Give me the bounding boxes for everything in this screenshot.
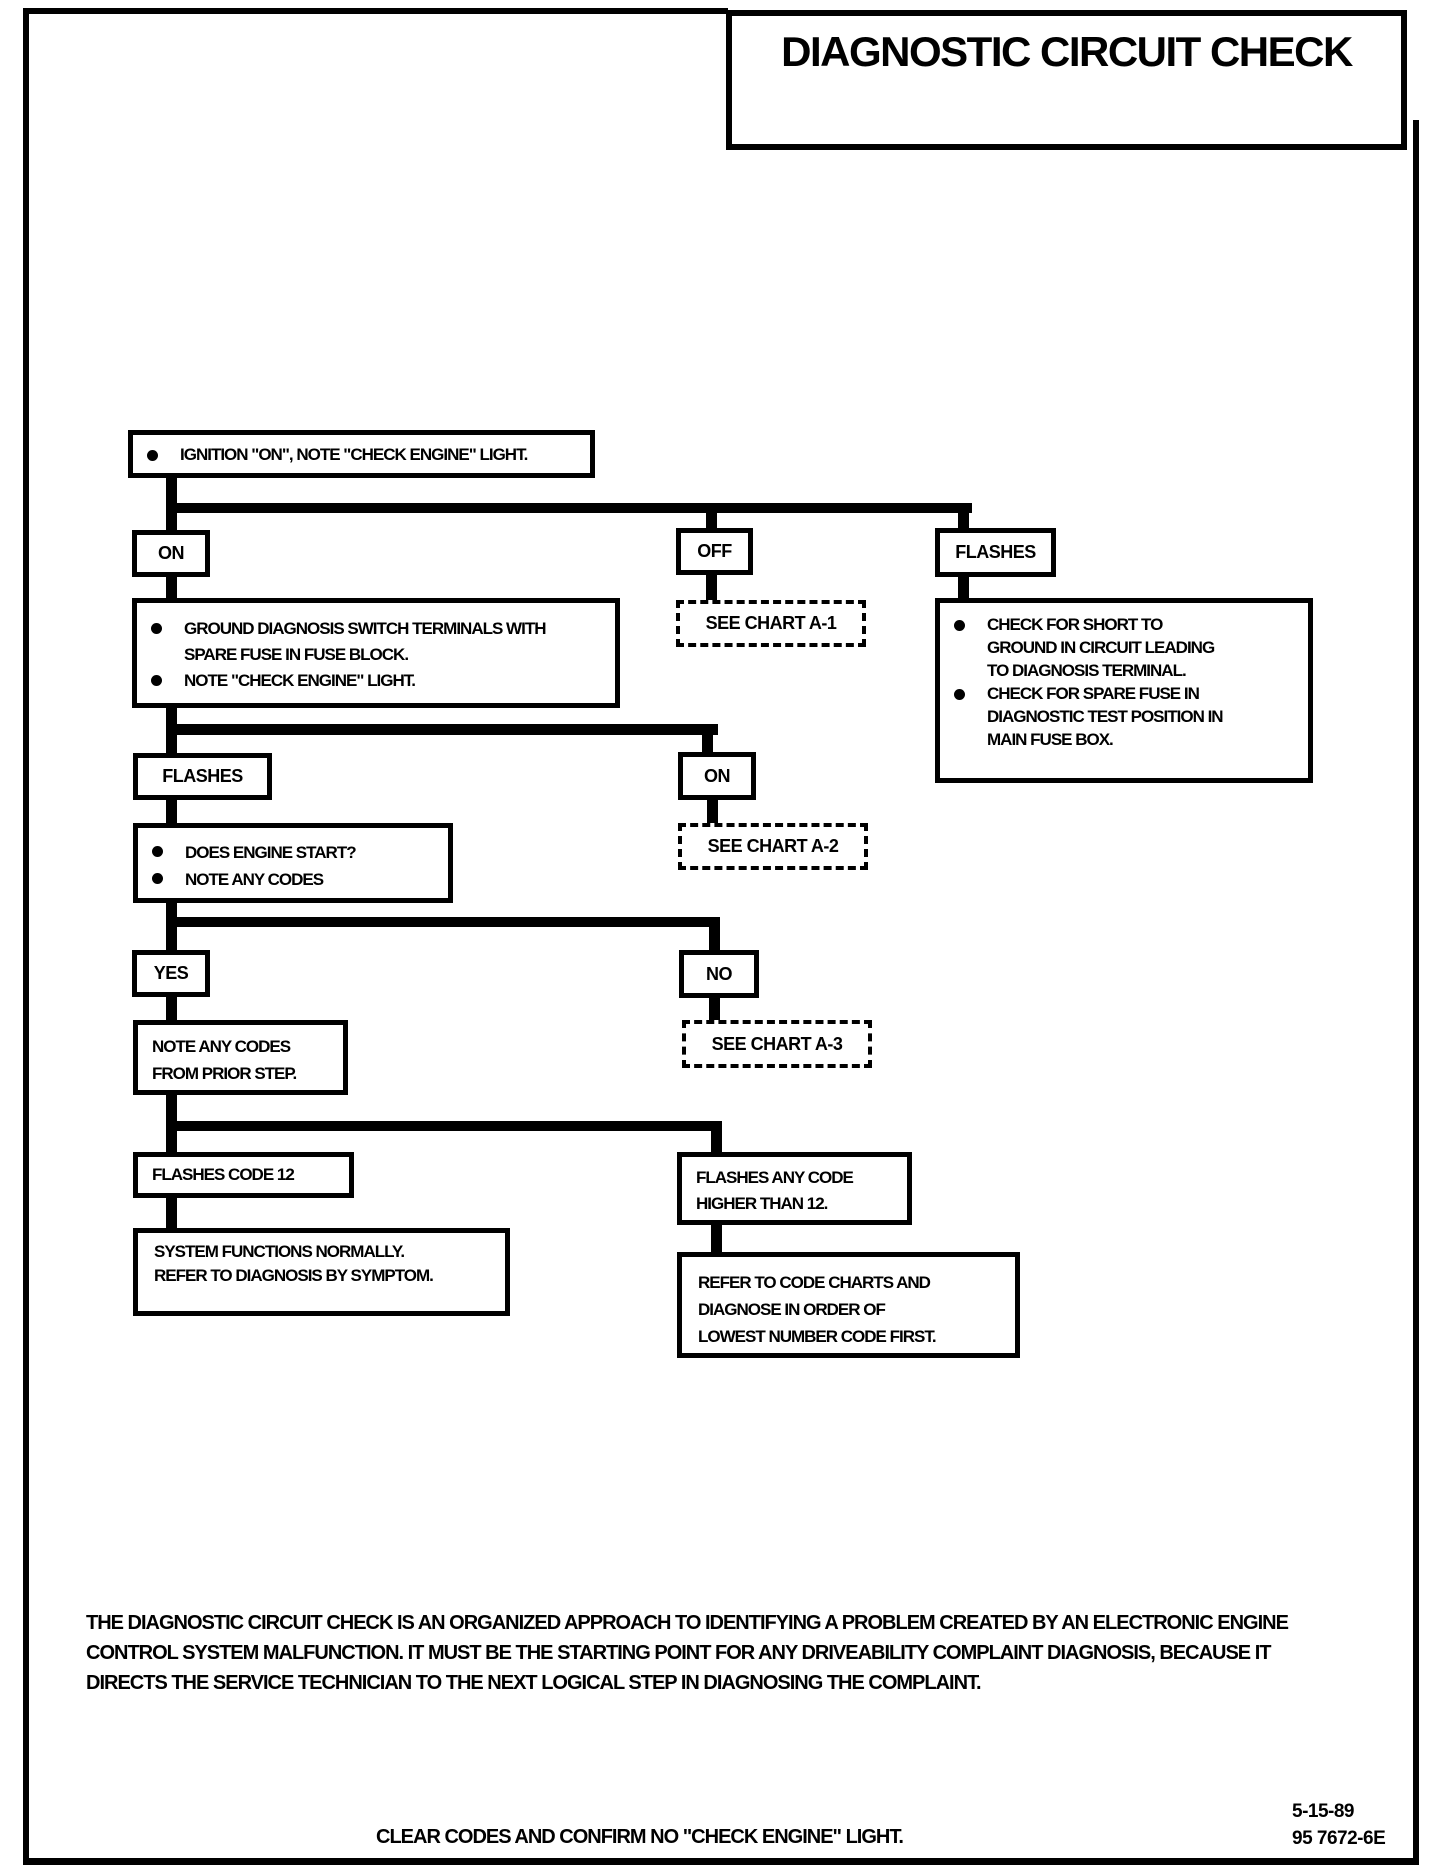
node-flashes-higher: FLASHES ANY CODE HIGHER THAN 12.: [677, 1152, 912, 1225]
connector-line: [709, 917, 720, 950]
chart-ref-label: SEE CHART A-3: [711, 1033, 843, 1054]
step-system-normal-box: SYSTEM FUNCTIONS NORMALLY. REFER TO DIAG…: [133, 1228, 510, 1316]
node-label: YES: [153, 963, 189, 983]
node-label: ON: [704, 765, 731, 786]
bullet-dot-icon: [954, 689, 965, 700]
connector-line: [166, 724, 177, 753]
connector-line: [958, 503, 969, 528]
chart-ref-a1: SEE CHART A-1: [676, 600, 866, 647]
bullet-dot-icon: [152, 846, 163, 857]
connector-line: [166, 917, 177, 950]
step-text: SYSTEM FUNCTIONS NORMALLY. REFER TO DIAG…: [154, 1242, 434, 1285]
connector-line: [702, 724, 713, 752]
connector-line: [166, 917, 720, 927]
bullet-dot-icon: [954, 620, 965, 631]
bullet-dot-icon: [151, 623, 162, 634]
connector-line: [166, 577, 177, 598]
connector-line: [707, 800, 718, 823]
title-box: DIAGNOSTIC CIRCUIT CHECK: [726, 10, 1407, 150]
footer-description: THE DIAGNOSTIC CIRCUIT CHECK IS AN ORGAN…: [86, 1612, 1289, 1694]
connector-line: [166, 708, 177, 724]
page-border-top: [23, 8, 728, 14]
connector-line: [166, 997, 177, 1020]
step-text: CHECK FOR SHORT TO GROUND IN CIRCUIT LEA…: [987, 615, 1215, 680]
connector-line: [166, 800, 177, 823]
step-text: REFER TO CODE CHARTS AND DIAGNOSE IN ORD…: [698, 1273, 937, 1346]
step-ground-diagnosis-box: GROUND DIAGNOSIS SWITCH TERMINALS WITH S…: [132, 598, 620, 708]
connector-line: [711, 1121, 722, 1152]
node-label: FLASHES ANY CODE HIGHER THAN 12.: [696, 1168, 854, 1213]
node-flashes-2: FLASHES: [133, 753, 272, 800]
node-label: FLASHES: [162, 766, 243, 786]
page-title: DIAGNOSTIC CIRCUIT CHECK: [781, 28, 1353, 75]
step-ignition-box: IGNITION "ON", NOTE "CHECK ENGINE" LIGHT…: [128, 430, 595, 478]
connector-line: [166, 724, 718, 735]
step-text: IGNITION "ON", NOTE "CHECK ENGINE" LIGHT…: [180, 445, 528, 464]
node-label: NO: [706, 963, 733, 984]
step-note-codes-box: NOTE ANY CODES FROM PRIOR STEP.: [133, 1020, 348, 1095]
chart-ref-a2: SEE CHART A-2: [678, 823, 868, 870]
doc-code: 95 7672-6E: [1292, 1828, 1386, 1849]
node-on-2: ON: [678, 752, 756, 800]
doc-date: 5-15-89: [1292, 1801, 1355, 1822]
connector-line: [166, 1121, 177, 1152]
page-border-bottom: [23, 1858, 1419, 1865]
step-text: DOES ENGINE START?: [185, 843, 357, 862]
step-check-short-box: CHECK FOR SHORT TO GROUND IN CIRCUIT LEA…: [935, 598, 1313, 783]
connector-line: [706, 575, 717, 600]
connector-line: [711, 1225, 722, 1252]
footer-instruction: CLEAR CODES AND CONFIRM NO "CHECK ENGINE…: [376, 1826, 904, 1848]
chart-ref-label: SEE CHART A-1: [705, 613, 837, 633]
bullet-dot-icon: [152, 873, 163, 884]
node-label: FLASHES CODE 12: [152, 1165, 295, 1184]
connector-line: [166, 903, 177, 917]
chart-ref-a3: SEE CHART A-3: [682, 1020, 872, 1068]
node-no: NO: [679, 950, 759, 998]
step-text: GROUND DIAGNOSIS SWITCH TERMINALS WITH S…: [184, 619, 546, 664]
step-text: CHECK FOR SPARE FUSE IN DIAGNOSTIC TEST …: [987, 684, 1224, 749]
connector-line: [709, 998, 720, 1020]
page-border-right: [1413, 120, 1419, 1864]
step-text: NOTE ANY CODES: [185, 870, 324, 889]
connector-line: [166, 1198, 177, 1228]
connector-line: [958, 577, 969, 598]
step-text: NOTE ANY CODES FROM PRIOR STEP.: [152, 1037, 297, 1083]
node-flashes-code-12: FLASHES CODE 12: [133, 1152, 354, 1198]
bullet-dot-icon: [151, 675, 162, 686]
step-refer-charts-box: REFER TO CODE CHARTS AND DIAGNOSE IN ORD…: [677, 1252, 1020, 1358]
step-text: NOTE "CHECK ENGINE" LIGHT.: [184, 671, 416, 690]
connector-line: [166, 1121, 722, 1131]
node-on-1: ON: [132, 530, 210, 577]
bullet-dot-icon: [147, 450, 158, 461]
node-label: OFF: [697, 541, 732, 561]
step-engine-start-box: DOES ENGINE START? NOTE ANY CODES: [133, 823, 453, 903]
page-border-left: [23, 8, 29, 1865]
connector-line: [706, 503, 717, 528]
node-yes: YES: [132, 950, 210, 997]
node-label: ON: [158, 543, 185, 563]
node-off: OFF: [676, 528, 753, 575]
node-flashes-1: FLASHES: [935, 528, 1056, 577]
doc-id-block: 5-15-89 95 7672-6E: [1292, 1798, 1386, 1852]
connector-line: [166, 503, 972, 513]
node-label: FLASHES: [955, 542, 1036, 562]
connector-line: [166, 1095, 177, 1121]
chart-ref-label: SEE CHART A-2: [707, 836, 839, 856]
